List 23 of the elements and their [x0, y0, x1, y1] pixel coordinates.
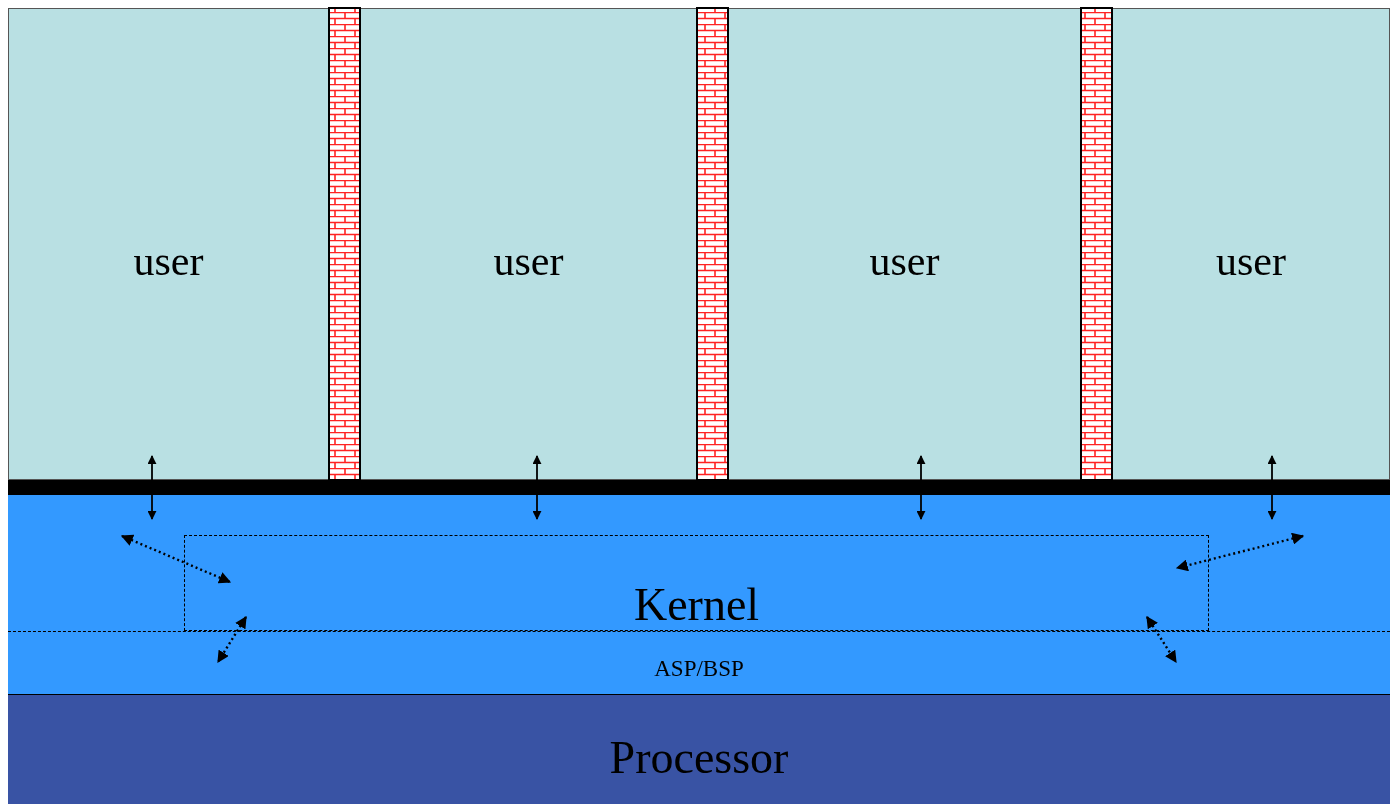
separator-bar — [8, 480, 1390, 495]
processor-layer-band — [8, 694, 1390, 804]
dotted-arrow — [1175, 532, 1305, 572]
user-label: user — [492, 237, 565, 285]
user-label: user — [1215, 237, 1287, 285]
arrow — [1267, 455, 1277, 520]
asp-bsp-layer-band — [8, 631, 1390, 694]
user-label: user — [132, 237, 205, 285]
user-space-box — [1112, 8, 1390, 480]
dotted-arrow — [217, 616, 247, 663]
user-space-box — [8, 8, 329, 480]
dotted-arrow — [1146, 616, 1177, 663]
user-label: user — [868, 237, 941, 285]
layer-label: Processor — [608, 731, 790, 784]
user-space-box — [728, 8, 1081, 480]
layer-label: Kernel — [632, 578, 761, 631]
dotted-arrow — [120, 534, 232, 584]
layer-label: ASP/BSP — [653, 656, 745, 682]
arrow — [916, 455, 926, 520]
user-space-box — [360, 8, 697, 480]
arrow — [532, 455, 542, 520]
arrow — [147, 455, 157, 520]
kernel-layer-band — [8, 495, 1390, 631]
